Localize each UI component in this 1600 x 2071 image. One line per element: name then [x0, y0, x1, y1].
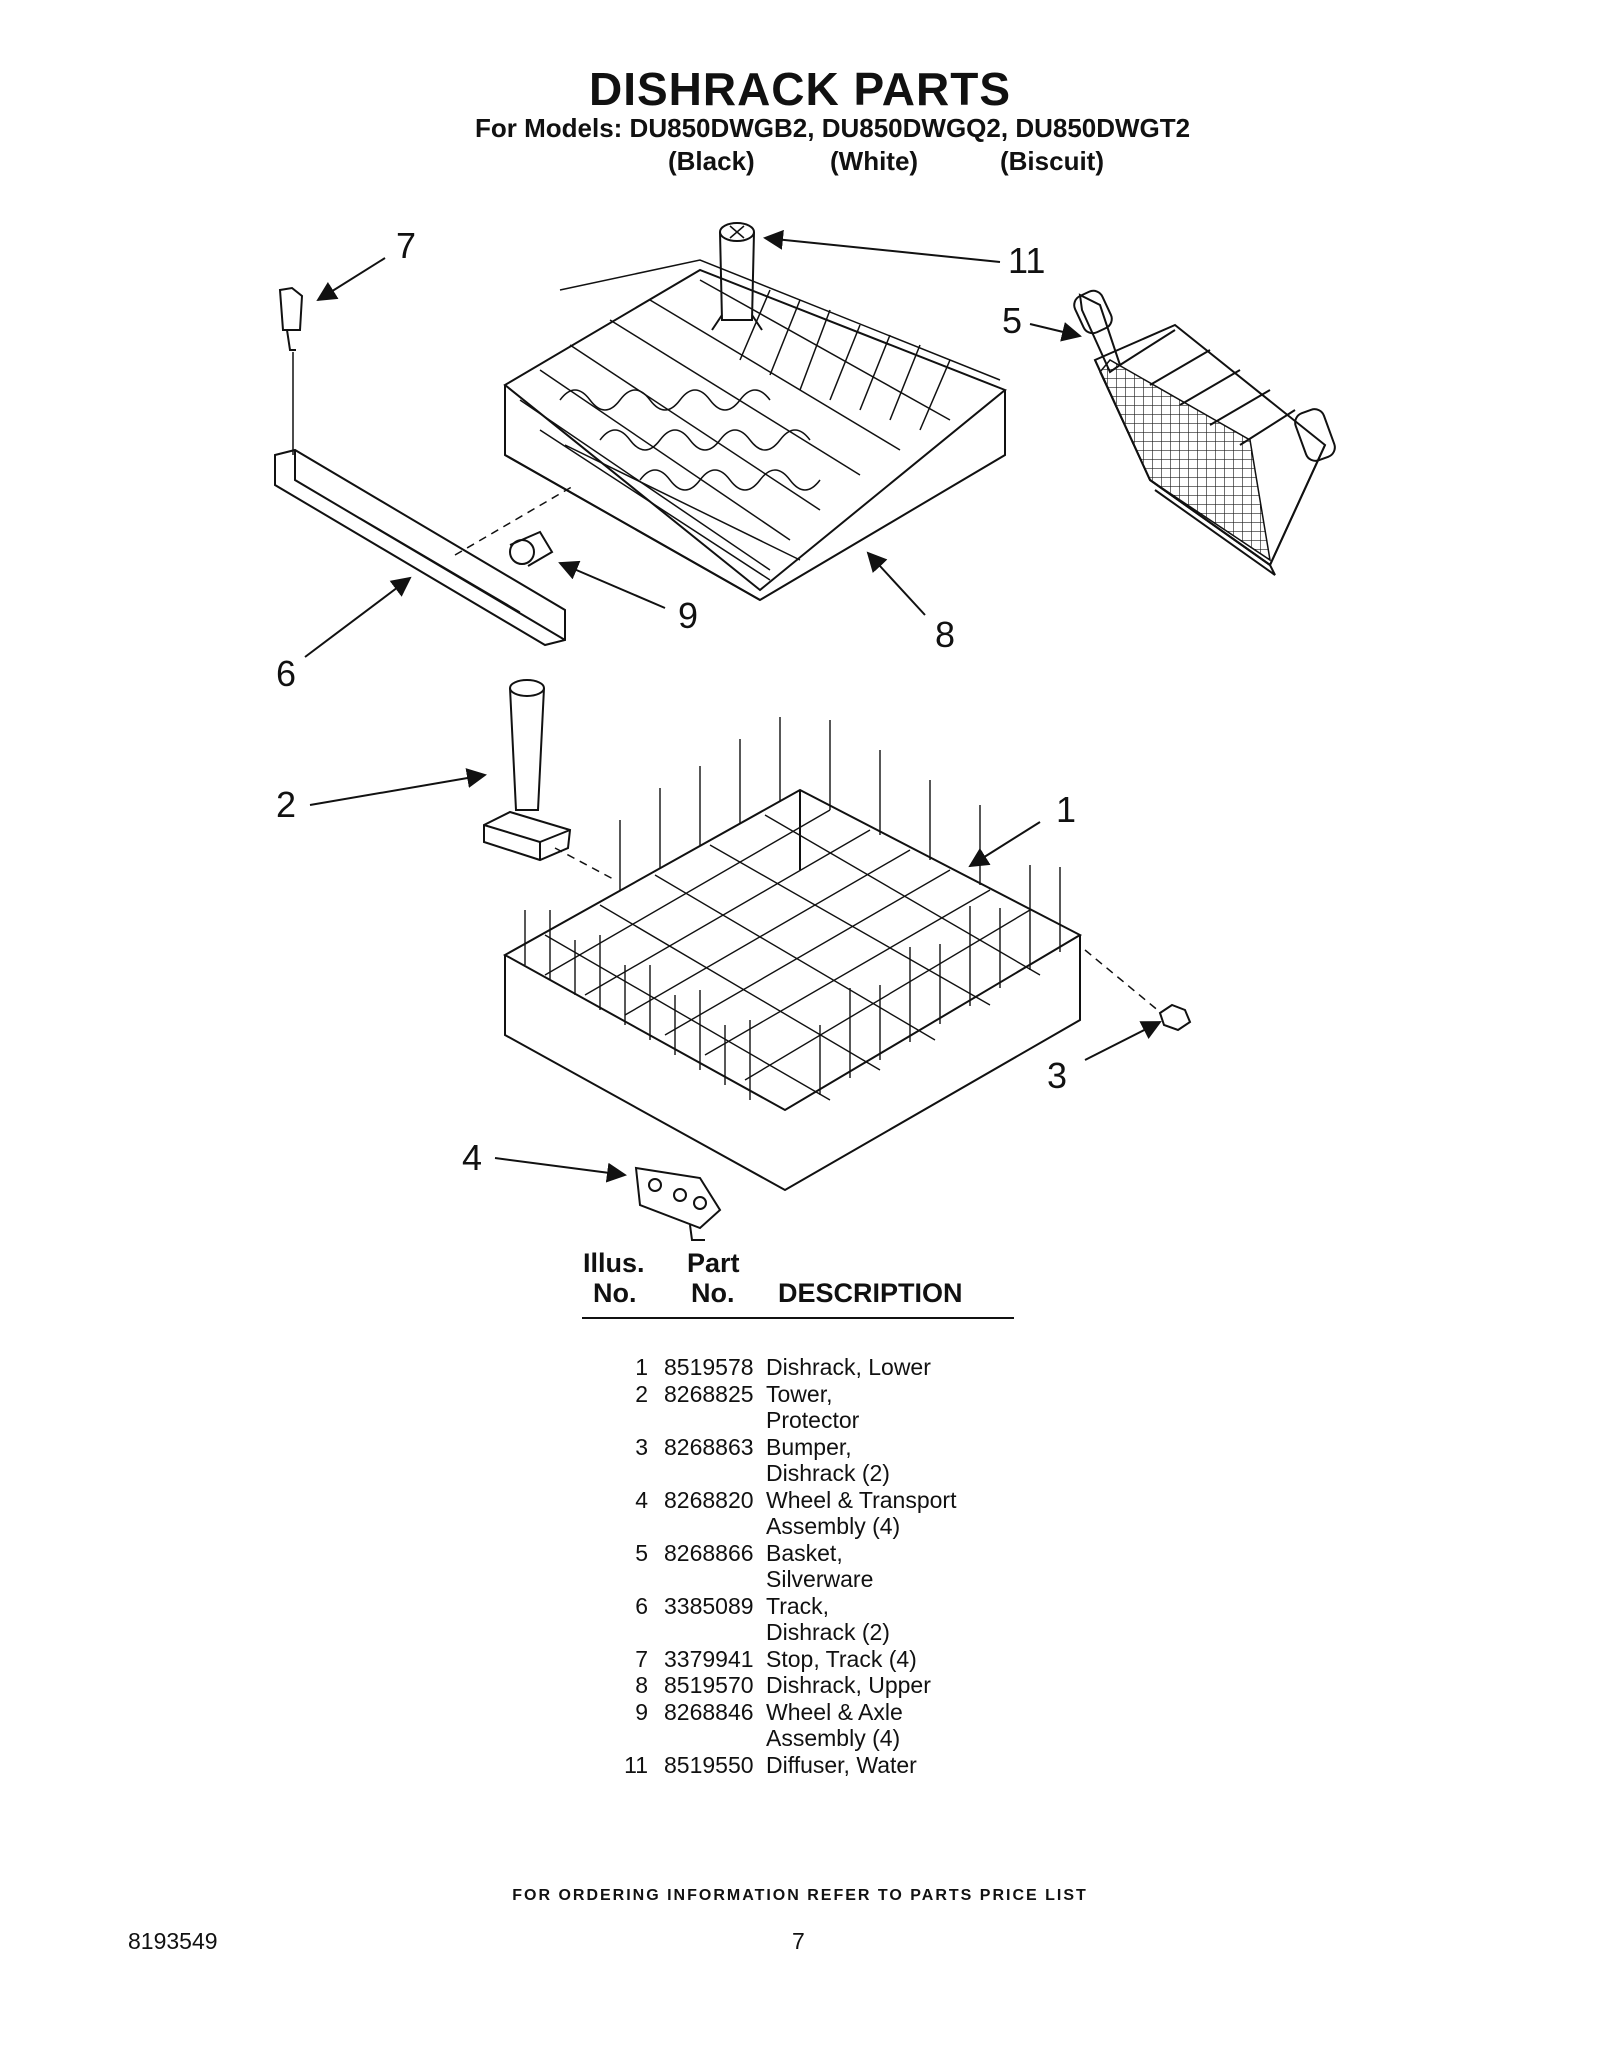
part-number: 3385089 [664, 1592, 754, 1619]
parts-diagram [274, 222, 1336, 1241]
illus-number: 1 [635, 1354, 648, 1380]
callout-9: 9 [678, 595, 699, 636]
header-illus-no: No. [593, 1278, 637, 1308]
callout-1: 1 [1056, 789, 1077, 830]
wheel-transport-part [634, 1166, 722, 1241]
callout-6: 6 [276, 653, 297, 694]
part-description: Wheel & Axle [766, 1698, 903, 1725]
part-number: 8519570 [664, 1672, 754, 1698]
part-description: Dishrack (2) [766, 1619, 890, 1645]
page-title: DISHRACK PARTS [588, 63, 1012, 115]
part-number: 8268863 [664, 1433, 754, 1460]
protector-tower-part [483, 679, 572, 862]
page-number: 7 [792, 1928, 805, 1954]
table-row: 5 8268866 Basket,Silverware [588, 1540, 1038, 1593]
callout-11: 11 [1008, 240, 1046, 281]
upper-dishrack-part [503, 259, 1007, 602]
track-stop-part [278, 286, 304, 455]
illus-number: 5 [635, 1539, 648, 1566]
part-description: Assembly (4) [766, 1513, 901, 1539]
ordering-footer: FOR ORDERING INFORMATION REFER TO PARTS … [512, 1887, 1088, 1904]
color-black: (Black) [668, 146, 755, 176]
part-number: 8519578 [664, 1354, 754, 1380]
illus-number: 11 [624, 1751, 648, 1778]
callout-2: 2 [276, 784, 297, 825]
part-description: Diffuser, Water [766, 1751, 917, 1778]
silverware-basket-part [1073, 289, 1336, 576]
document-number: 8193549 [128, 1928, 218, 1954]
header-description: DESCRIPTION [778, 1278, 963, 1308]
header-part-no: No. [691, 1278, 735, 1308]
illus-number: 3 [635, 1433, 648, 1460]
callout-3: 3 [1047, 1055, 1068, 1096]
illus-number: 4 [635, 1486, 648, 1513]
part-description: Protector [766, 1407, 860, 1433]
part-number: 3379941 [664, 1645, 754, 1672]
part-description: Basket, [766, 1539, 843, 1566]
header-illus: Illus. [583, 1248, 645, 1278]
part-number: 8268866 [664, 1539, 754, 1566]
part-number: 8268846 [664, 1698, 754, 1725]
part-description: Bumper, [766, 1433, 852, 1460]
part-description: Silverware [766, 1566, 874, 1592]
table-row: 7 3379941 Stop, Track (4) [588, 1646, 1038, 1673]
illus-number: 8 [635, 1672, 648, 1698]
color-biscuit: (Biscuit) [1000, 146, 1104, 176]
part-number: 8268820 [664, 1486, 754, 1513]
wheel-axle-part [509, 530, 554, 567]
part-description: Dishrack (2) [766, 1460, 890, 1486]
illus-number: 6 [635, 1592, 648, 1619]
water-diffuser-part [711, 222, 763, 331]
dishrack-track-part [274, 448, 566, 647]
table-row: 6 3385089 Track,Dishrack (2) [588, 1593, 1038, 1646]
part-description: Tower, [766, 1380, 833, 1407]
part-description: Stop, Track (4) [766, 1645, 917, 1672]
illus-number: 2 [635, 1380, 648, 1407]
table-row: 8 8519570 Dishrack, Upper [588, 1672, 1038, 1699]
callout-7: 7 [396, 225, 417, 266]
illus-number: 9 [635, 1698, 648, 1725]
table-row: 1 8519578 Dishrack, Lower [588, 1354, 1038, 1381]
table-row: 2 8268825 Tower,Protector [588, 1381, 1038, 1434]
part-number: 8519550 [664, 1751, 754, 1778]
color-white: (White) [830, 146, 919, 176]
part-description: Track, [766, 1592, 830, 1619]
callout-8: 8 [935, 614, 956, 655]
table-row: 3 8268863 Bumper,Dishrack (2) [588, 1434, 1038, 1487]
models-line: For Models: DU850DWGB2, DU850DWGQ2, DU85… [475, 113, 1191, 143]
part-description: Wheel & Transport [766, 1486, 957, 1513]
callout-4: 4 [462, 1137, 483, 1178]
header-rule [582, 1317, 1014, 1319]
part-description: Assembly (4) [766, 1725, 901, 1751]
lower-dishrack-part [502, 717, 1083, 1192]
part-description: Dishrack, Upper [766, 1672, 931, 1698]
illus-number: 7 [635, 1645, 648, 1672]
dishrack-bumper-part [1158, 1003, 1192, 1032]
part-description: Dishrack, Lower [766, 1354, 931, 1380]
part-number: 8268825 [664, 1380, 754, 1407]
header-part: Part [687, 1248, 740, 1278]
callout-5: 5 [1002, 300, 1023, 341]
table-row: 11 8519550 Diffuser, Water [588, 1752, 1038, 1779]
